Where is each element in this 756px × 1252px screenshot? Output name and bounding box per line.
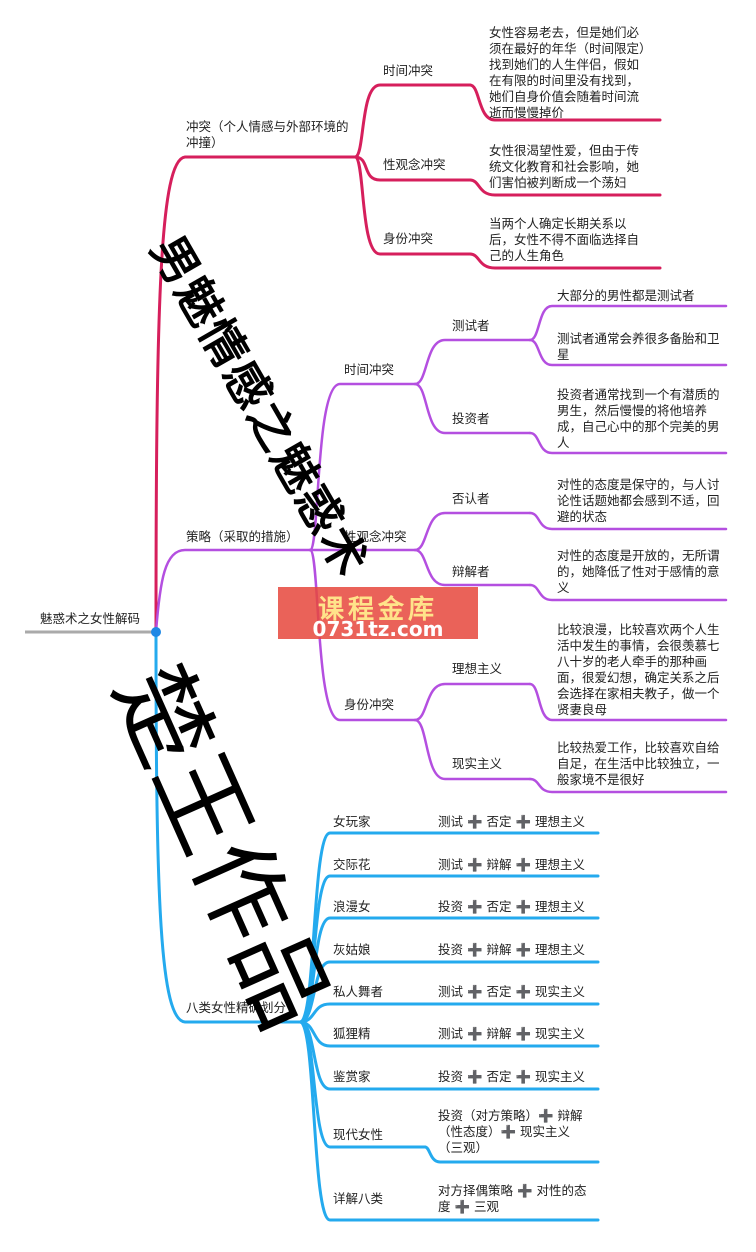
cat-2-label: 交际花 bbox=[333, 857, 371, 872]
conflict-identity-label: 身份冲突 bbox=[383, 231, 434, 246]
conflict-identity-note: 当两个人确定长期关系以后，女性不得不面临选择自己的人生角色 bbox=[489, 216, 640, 263]
investor-note: 投资者通常找到一个有潜质的男生，然后慢慢的将他培养成，自己心中的那个完美的男人 bbox=[557, 387, 720, 450]
root-node-dot bbox=[151, 627, 161, 637]
denier-note: 对性的态度是保守的，与人讨论性话题她都会感到不适，回避的状态 bbox=[557, 477, 720, 524]
strategy-identity-label: 身份冲突 bbox=[344, 697, 395, 712]
cat-1-label: 女玩家 bbox=[333, 814, 371, 829]
conflict-time-label: 时间冲突 bbox=[383, 63, 434, 78]
cat-8-label: 现代女性 bbox=[333, 1127, 384, 1142]
cat-3-formula: 投资 ➕ 否定 ➕ 理想主义 bbox=[438, 899, 586, 914]
cat-2-formula: 测试 ➕ 辩解 ➕ 理想主义 bbox=[438, 857, 586, 872]
site-stamp: 课程金库 0731tz.com bbox=[278, 587, 478, 641]
conflict-sex-label: 性观念冲突 bbox=[383, 157, 446, 172]
tester-note-1: 大部分的男性都是测试者 bbox=[557, 288, 695, 303]
cat-5-label: 私人舞者 bbox=[333, 984, 384, 999]
idealist-label: 理想主义 bbox=[452, 661, 503, 676]
justifier-label: 辩解者 bbox=[452, 564, 490, 579]
denier-label: 否认者 bbox=[452, 491, 490, 506]
cat-4-formula: 投资 ➕ 辩解 ➕ 理想主义 bbox=[438, 942, 586, 957]
cat-5-formula: 测试 ➕ 否定 ➕ 现实主义 bbox=[438, 984, 586, 999]
tester-note-2: 测试者通常会养很多备胎和卫星 bbox=[557, 331, 720, 362]
justifier-note: 对性的态度是开放的，无所谓的，她降低了性对于感情的意义 bbox=[557, 548, 720, 595]
strategy-sex-label: 性观念冲突 bbox=[344, 529, 407, 544]
categories-label: 八类女性精确划分 bbox=[186, 1000, 287, 1015]
strategy-label: 策略（采取的措施） bbox=[186, 529, 299, 544]
stamp-line-1: 课程金库 bbox=[317, 595, 438, 625]
tester-label: 测试者 bbox=[452, 318, 490, 333]
investor-label: 投资者 bbox=[452, 411, 490, 426]
cat-7-label: 鉴赏家 bbox=[333, 1069, 371, 1084]
cat-9-formula: 对方择偶策略 ➕ 对性的态度 ➕ 三观 bbox=[438, 1183, 587, 1214]
strategy-time-label: 时间冲突 bbox=[344, 362, 395, 377]
conflict-branch-lines bbox=[154, 83, 662, 634]
categories-branch-lines bbox=[154, 630, 600, 1222]
cat-3-label: 浪漫女 bbox=[333, 899, 371, 914]
realist-label: 现实主义 bbox=[452, 756, 503, 771]
cat-7-formula: 投资 ➕ 否定 ➕ 现实主义 bbox=[438, 1069, 586, 1084]
realist-note: 比较热爱工作，比较喜欢自给自足，在生活中比较独立，一般家境不是很好 bbox=[557, 740, 720, 787]
conflict-time-note: 女性容易老去，但是她们必须在最好的年华（时间限定）找到她们的人生伴侣，假如在有限… bbox=[489, 25, 646, 120]
cat-1-formula: 测试 ➕ 否定 ➕ 理想主义 bbox=[438, 814, 586, 829]
strategy-branch-lines bbox=[154, 304, 728, 794]
cat-8-formula: 投资（对方策略）➕ 辩解（性态度）➕ 现实主义（三观） bbox=[438, 1108, 583, 1155]
root-label: 魅惑术之女性解码 bbox=[40, 611, 141, 626]
cat-4-label: 灰姑娘 bbox=[333, 942, 371, 957]
cat-6-label: 狐狸精 bbox=[333, 1026, 371, 1041]
cat-6-formula: 测试 ➕ 辩解 ➕ 现实主义 bbox=[438, 1026, 586, 1041]
cat-9-label: 详解八类 bbox=[333, 1191, 384, 1206]
idealist-note: 比较浪漫，比较喜欢两个人生活中发生的事情，会很羡慕七八十岁的老人牵手的那种画面，… bbox=[557, 622, 720, 717]
conflict-sex-note: 女性很渴望性爱，但由于传统文化教育和社会影响，她们害怕被判断成一个荡妇 bbox=[489, 143, 640, 190]
stamp-line-2: 0731tz.com bbox=[312, 617, 444, 641]
conflict-label: 冲突（个人情感与外部环境的冲撞） bbox=[186, 119, 349, 150]
